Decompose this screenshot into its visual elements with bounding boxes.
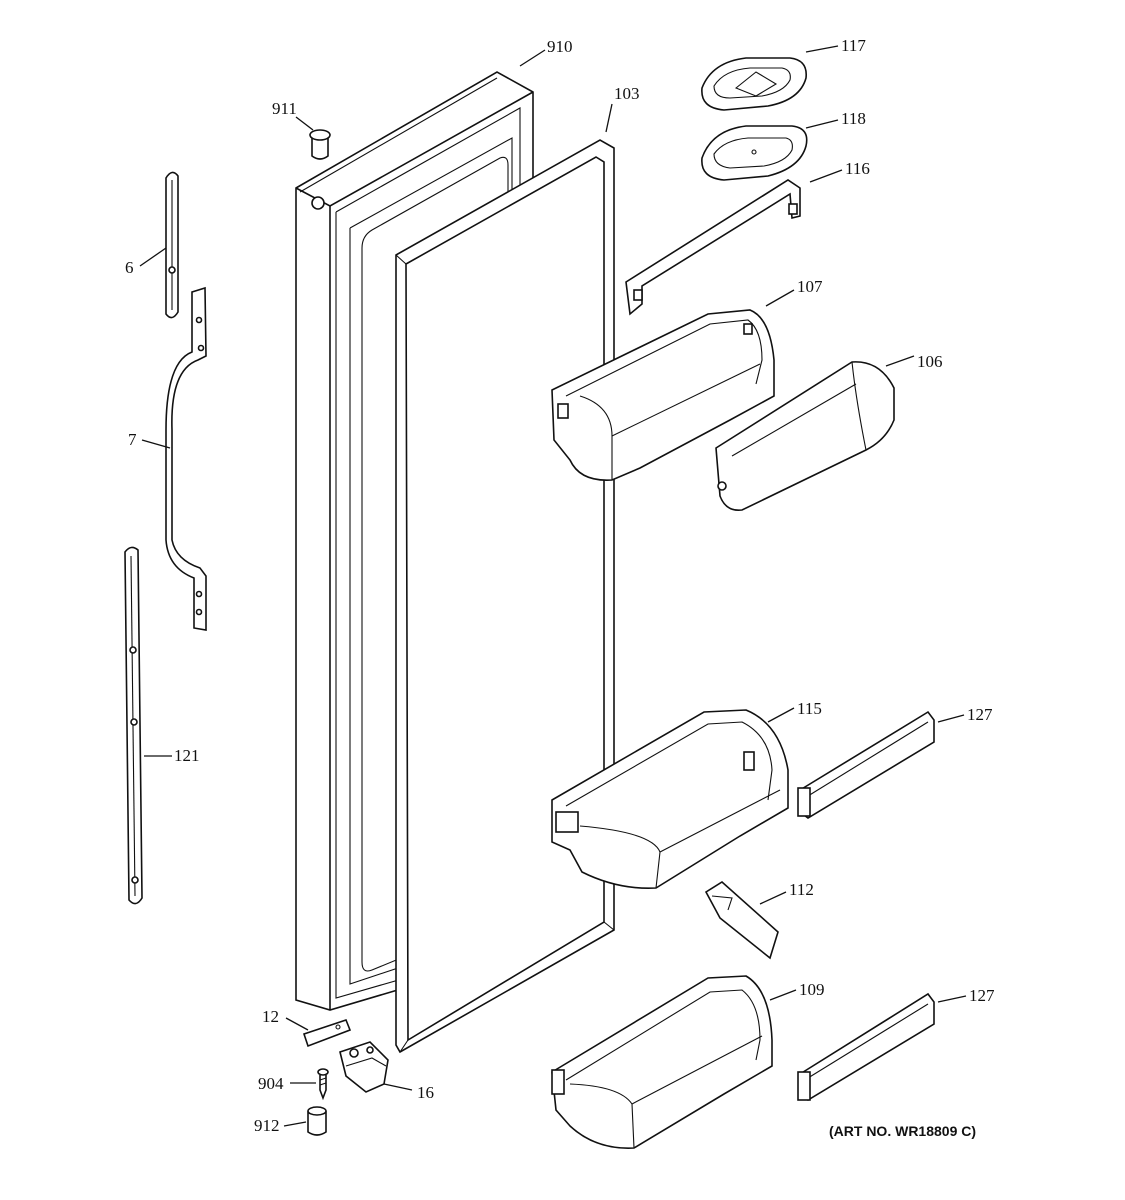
callout-912: 912 [254,1116,280,1135]
callout-112: 112 [789,880,814,899]
bin-115 [551,709,789,889]
callout-117: 117 [841,36,866,55]
callout-116: 116 [845,159,870,178]
callout-115: 115 [797,699,822,718]
shelf-127-upper [797,710,935,819]
callout-6: 6 [125,258,134,277]
callout-127-lower: 127 [969,986,995,1005]
callout-121: 121 [174,746,200,765]
callout-7: 7 [128,430,137,449]
callout-118: 118 [841,109,866,128]
bin-107 [551,309,775,481]
art-number: (ART NO. WR18809 C) [829,1123,976,1139]
bin-118 [701,125,808,181]
callout-911: 911 [272,99,297,118]
leader-lines [139,45,967,1127]
callout-127-upper: 127 [967,705,993,724]
callout-106: 106 [917,352,943,371]
plate-12 [302,1019,352,1048]
frame-116 [625,179,801,316]
callout-12: 12 [262,1007,279,1026]
shelf-127-lower [797,992,935,1101]
handle-trim-121 [124,546,143,905]
callout-16: 16 [417,1083,434,1102]
bin-106 [715,361,895,512]
callout-103: 103 [614,84,640,103]
callout-904: 904 [258,1074,284,1093]
callout-109: 109 [799,980,825,999]
cover-117 [701,57,807,111]
bracket-112 [704,881,779,960]
door-gasket-103 [395,139,615,1054]
bin-109 [551,975,773,1149]
door-handle-7 [165,286,207,631]
handle-trim-6 [165,171,179,319]
hinge-cap-911 [309,129,331,160]
callout-910: 910 [547,37,573,56]
hinge-pin-cap-912 [307,1106,327,1136]
screw-904 [317,1068,329,1101]
callout-107: 107 [797,277,823,296]
hinge-16 [339,1041,389,1093]
